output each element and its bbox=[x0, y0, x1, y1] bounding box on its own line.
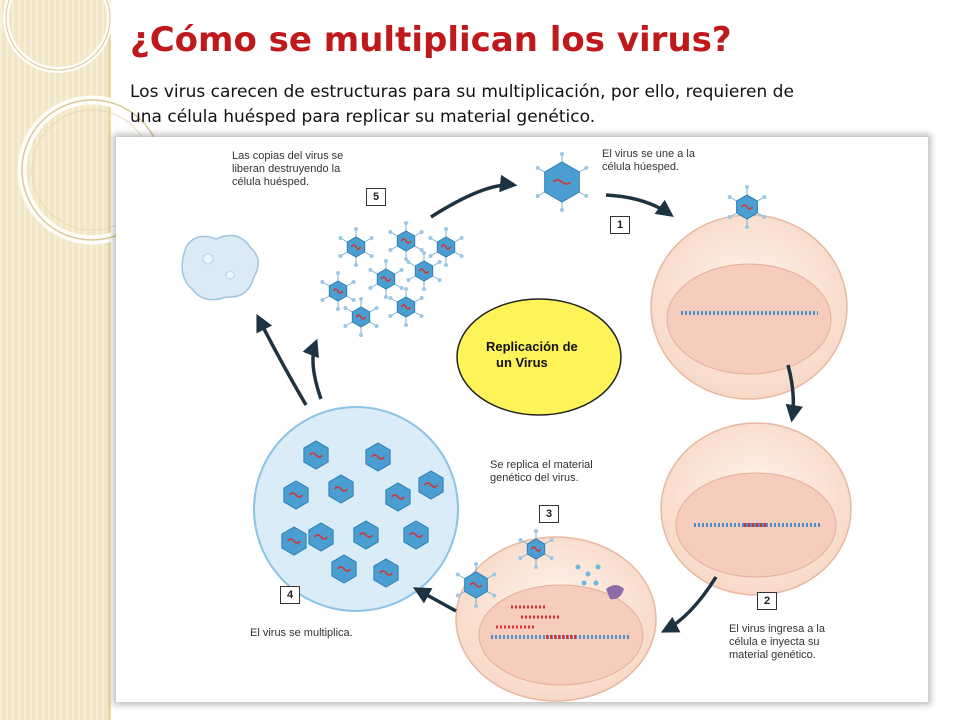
cell-step-3 bbox=[455, 536, 657, 702]
virus-particle bbox=[518, 529, 554, 569]
virus-particle bbox=[281, 526, 307, 556]
virus-particle bbox=[455, 562, 497, 608]
virus-particle bbox=[418, 470, 444, 500]
center-label-line-2: un Virus bbox=[496, 355, 548, 370]
step-2-text: El virus ingresa a la célula e inyecta s… bbox=[729, 623, 825, 662]
arrow-1-to-cell bbox=[605, 193, 674, 218]
step-4-text: El virus se multiplica. bbox=[250, 627, 353, 640]
sidebar-decoration bbox=[0, 0, 108, 720]
replication-diagram bbox=[181, 152, 852, 702]
virus-particle bbox=[373, 558, 399, 588]
step-3-line-2: genético del virus. bbox=[490, 472, 579, 484]
virus-particle bbox=[343, 297, 379, 337]
virus-particle bbox=[385, 482, 411, 512]
arrow-5-to-1 bbox=[430, 174, 518, 219]
step-2-line-1: El virus ingresa a la bbox=[729, 623, 825, 635]
virus-particle bbox=[406, 251, 442, 291]
virus-particle bbox=[308, 522, 334, 552]
step-3-number: 3 bbox=[539, 505, 559, 523]
virus-particle bbox=[353, 520, 379, 550]
step-2-number: 2 bbox=[757, 592, 777, 610]
arrow-5-to-fragment bbox=[256, 313, 308, 406]
virus-particle bbox=[388, 221, 424, 261]
virus-particle bbox=[365, 442, 391, 472]
page-subtitle: Los virus carecen de estructuras para su… bbox=[130, 82, 794, 127]
step-5-number: 5 bbox=[366, 188, 386, 206]
virus-particle bbox=[303, 440, 329, 470]
arrow-1-to-2 bbox=[785, 364, 803, 423]
virus-particle bbox=[403, 520, 429, 550]
step-5-line-3: célula huésped. bbox=[232, 176, 310, 188]
virus-particle bbox=[320, 271, 356, 311]
cell-step-2 bbox=[660, 422, 852, 596]
cell-step-1 bbox=[650, 214, 848, 400]
step-1-line-1: El virus se une a la bbox=[602, 148, 695, 160]
center-label-line-1: Replicación de bbox=[486, 339, 578, 354]
arrow-2-to-3 bbox=[660, 576, 718, 633]
virus-particle bbox=[368, 259, 404, 299]
step-5-line-1: Las copias del virus se bbox=[232, 150, 344, 162]
step-5-line-2: liberan destruyendo la bbox=[232, 163, 341, 175]
step-3-text: Se replica el material genético del viru… bbox=[490, 459, 593, 485]
center-ellipse bbox=[456, 298, 622, 416]
virus-particles bbox=[281, 152, 767, 608]
cell-step-4 bbox=[253, 406, 459, 612]
step-3-line-1: Se replica el material bbox=[490, 459, 593, 471]
arrow-4-to-5 bbox=[302, 338, 323, 400]
diagram-frame: Replicación de un Virus El virus se une … bbox=[116, 137, 928, 702]
destroyed-cell bbox=[181, 234, 259, 301]
sidebar-edge bbox=[108, 0, 111, 720]
arrow-3-to-4 bbox=[412, 587, 457, 613]
virus-particle bbox=[331, 554, 357, 584]
virus-particle bbox=[388, 287, 424, 327]
step-5-text: Las copias del virus se liberan destruye… bbox=[232, 150, 343, 189]
center-label: Replicación de un Virus bbox=[486, 339, 578, 371]
virus-particle bbox=[428, 227, 464, 267]
step-2-line-2: célula e inyecta su bbox=[729, 636, 820, 648]
virus-particle bbox=[283, 480, 309, 510]
virus-particle bbox=[535, 152, 589, 212]
step-1-line-2: célula húesped. bbox=[602, 161, 680, 173]
virus-particle bbox=[328, 474, 354, 504]
step-1-number: 1 bbox=[610, 216, 630, 234]
step-4-number: 4 bbox=[280, 586, 300, 604]
virus-particle bbox=[338, 227, 374, 267]
virus-particle bbox=[727, 185, 767, 229]
step-2-line-3: material genético. bbox=[729, 649, 816, 661]
step-1-text: El virus se une a la célula húesped. bbox=[602, 148, 695, 174]
page-title: ¿Cómo se multiplican los virus? bbox=[130, 20, 732, 60]
step-4-line-1: El virus se multiplica. bbox=[250, 627, 353, 639]
